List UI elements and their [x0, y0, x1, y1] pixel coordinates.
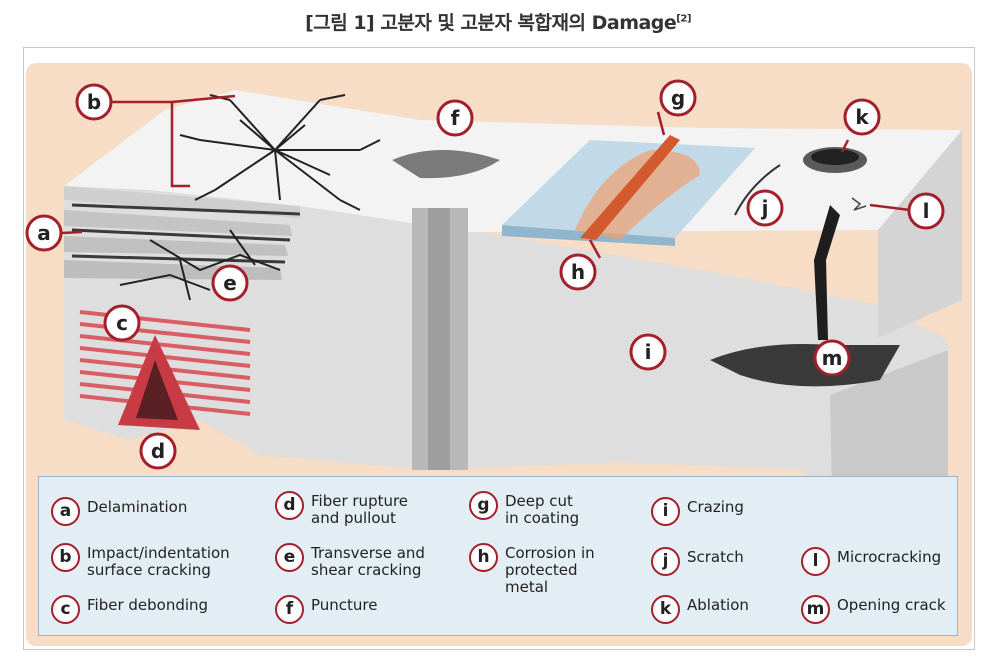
opening-crack-vertical — [814, 205, 840, 340]
legend-item-f: f Puncture — [275, 595, 378, 624]
legend-badge: a — [51, 497, 80, 526]
label-g: g — [671, 86, 685, 110]
legend-text: Opening crack — [837, 596, 946, 614]
legend-badge: l — [801, 547, 830, 576]
legend-badge: e — [275, 543, 304, 572]
legend-item-l: l Microcracking — [801, 547, 941, 576]
legend-badge: c — [51, 595, 80, 624]
diagram-label-badges: a b c d e f g h i j k l m — [25, 79, 945, 470]
legend-item-k: k Ablation — [651, 595, 749, 624]
fiber-rupture-core — [136, 360, 178, 420]
label-badge-e: e — [211, 264, 249, 302]
label-h: h — [571, 260, 585, 284]
legend-item-j: j Scratch — [651, 547, 744, 576]
legend-item-m: m Opening crack — [801, 595, 946, 624]
legend-text: Ablation — [687, 596, 749, 614]
label-d: d — [151, 439, 165, 463]
legend-badge: h — [469, 543, 498, 572]
legend-badge: m — [801, 595, 830, 624]
block-top-face — [64, 90, 962, 232]
legend-badge: i — [651, 497, 680, 526]
label-badge-i: i — [629, 333, 667, 371]
label-badge-b: b — [75, 83, 113, 121]
legend-text: Delamination — [87, 498, 188, 516]
legend-badge: d — [275, 491, 304, 520]
label-f: f — [451, 106, 460, 130]
shear-crack-pattern — [119, 229, 281, 301]
label-k: k — [855, 105, 869, 129]
legend-item-c: c Fiber debonding — [51, 595, 208, 624]
label-c: c — [116, 311, 128, 335]
legend-item-a: a Delamination — [51, 497, 187, 526]
legend-text: Fiber rupture and pullout — [311, 492, 409, 527]
legend-badge: f — [275, 595, 304, 624]
block-right-upper-face — [878, 130, 962, 338]
legend-item-d: d Fiber rupture and pullout — [275, 491, 408, 527]
legend-badge: b — [51, 543, 80, 572]
label-l: l — [923, 199, 930, 223]
label-j: j — [761, 196, 769, 220]
legend-text: Scratch — [687, 548, 744, 566]
label-badge-d: d — [139, 432, 177, 470]
label-badge-a: a — [25, 214, 63, 252]
puncture-hole — [392, 150, 500, 179]
label-badge-c: c — [103, 304, 141, 342]
legend-text: Crazing — [687, 498, 744, 516]
legend-panel: a Delamination b Impact/indentation surf… — [38, 476, 958, 636]
legend-item-g: g Deep cut in coating — [469, 491, 579, 527]
label-a: a — [37, 221, 51, 245]
figure-title-text: [그림 1] 고분자 및 고분자 복합재의 Damage — [305, 12, 677, 34]
label-badge-h: h — [559, 253, 597, 291]
legend-text: Transverse and shear cracking — [311, 544, 425, 579]
legend-text: Microcracking — [837, 548, 942, 566]
legend-badge: j — [651, 547, 680, 576]
legend-item-b: b Impact/indentation surface cracking — [51, 543, 230, 579]
block-front-face — [64, 186, 948, 560]
legend-item-h: h Corrosion in protected metal — [469, 543, 595, 596]
label-m: m — [822, 346, 843, 370]
deep-cut-groove — [580, 135, 680, 240]
legend-badge: k — [651, 595, 680, 624]
ablation-pit-core — [811, 149, 859, 165]
legend-text: Impact/indentation surface cracking — [87, 544, 230, 579]
label-b: b — [87, 90, 101, 114]
legend-text: Corrosion in protected metal — [505, 544, 595, 596]
puncture-channel-core — [428, 208, 450, 470]
microcrack-mark — [851, 197, 867, 211]
opening-crack-horizontal — [710, 344, 900, 387]
label-badge-g: g — [659, 79, 697, 117]
scratch-mark — [734, 164, 781, 216]
legend-text: Puncture — [311, 596, 378, 614]
figure-title: [그림 1] 고분자 및 고분자 복합재의 Damage[2] — [0, 8, 996, 35]
legend-text: Deep cut in coating — [505, 492, 580, 527]
label-i: i — [645, 340, 652, 364]
label-badge-k: k — [843, 98, 881, 136]
label-badge-j: j — [746, 189, 784, 227]
legend-item-e: e Transverse and shear cracking — [275, 543, 425, 579]
figure-title-reference: [2] — [676, 13, 691, 25]
label-badge-m: m — [813, 339, 851, 377]
label-badge-l: l — [907, 192, 945, 230]
legend-badge: g — [469, 491, 498, 520]
label-badge-f: f — [436, 99, 474, 137]
label-e: e — [223, 271, 237, 295]
legend-text: Fiber debonding — [87, 596, 209, 614]
legend-item-i: i Crazing — [651, 497, 744, 526]
